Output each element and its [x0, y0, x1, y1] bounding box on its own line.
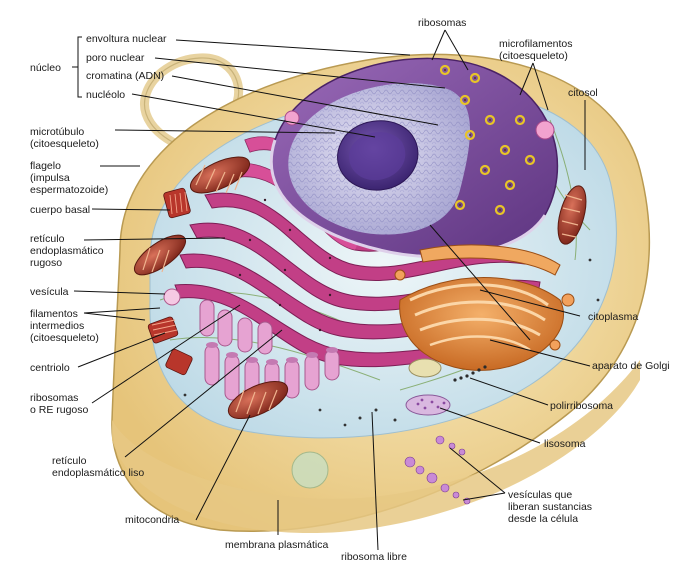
- label-ribosomas-re: ribosomas o RE rugoso: [30, 392, 89, 416]
- label-citoplasma: citoplasma: [588, 311, 639, 323]
- label-ribosomas-top: ribosomas: [418, 17, 467, 29]
- label-lisosoma: lisosoma: [544, 438, 586, 450]
- label-centriolo: centriolo: [30, 362, 70, 374]
- label-vesicula: vesícula: [30, 286, 69, 298]
- vesicles: [163, 110, 555, 489]
- label-cromatina: cromatina (ADN): [86, 70, 165, 82]
- label-nucleo: núcleo: [30, 62, 61, 74]
- label-vesiculas-liberan: vesículas que liberan sustancias desde l…: [508, 489, 593, 525]
- label-polirribosoma: polirribosoma: [550, 400, 614, 412]
- label-aparato-golgi: aparato de Golgi: [592, 360, 670, 372]
- label-microfilamentos: microfilamentos (citoesqueleto): [499, 38, 573, 62]
- polyribosome: [453, 365, 487, 382]
- label-mitocondria: mitocondria: [125, 514, 180, 526]
- free-ribosomes: [183, 258, 600, 427]
- label-membrana-plasmatica: membrana plasmática: [225, 539, 329, 551]
- nucleus: [269, 57, 559, 259]
- label-filamentos-intermedios: filamentos intermedios (citoesqueleto): [30, 308, 99, 344]
- label-citosol: citosol: [568, 87, 598, 99]
- label-cuerpo-basal: cuerpo basal: [30, 204, 91, 216]
- mitochondria: [133, 156, 587, 420]
- leader-lines: [72, 29, 591, 551]
- label-reticulo-liso: retículo endoplasmático liso: [52, 455, 145, 479]
- nuclear-ribosomes: [439, 64, 536, 216]
- label-reticulo-rugoso: retículo endoplasmático rugoso: [30, 233, 104, 269]
- lysosome: [405, 394, 451, 416]
- label-poro-nuclear: poro nuclear: [86, 52, 145, 64]
- label-flagelo: flagelo (impulsa espermatozoide): [30, 160, 109, 196]
- label-envoltura-nuclear: envoltura nuclear: [86, 33, 167, 45]
- label-ribosoma-libre: ribosoma libre: [341, 551, 407, 563]
- label-microtubulo: microtúbulo (citoesqueleto): [30, 126, 99, 150]
- secretory-vesicles: [404, 435, 471, 505]
- label-nucleolo: nucléolo: [86, 89, 126, 101]
